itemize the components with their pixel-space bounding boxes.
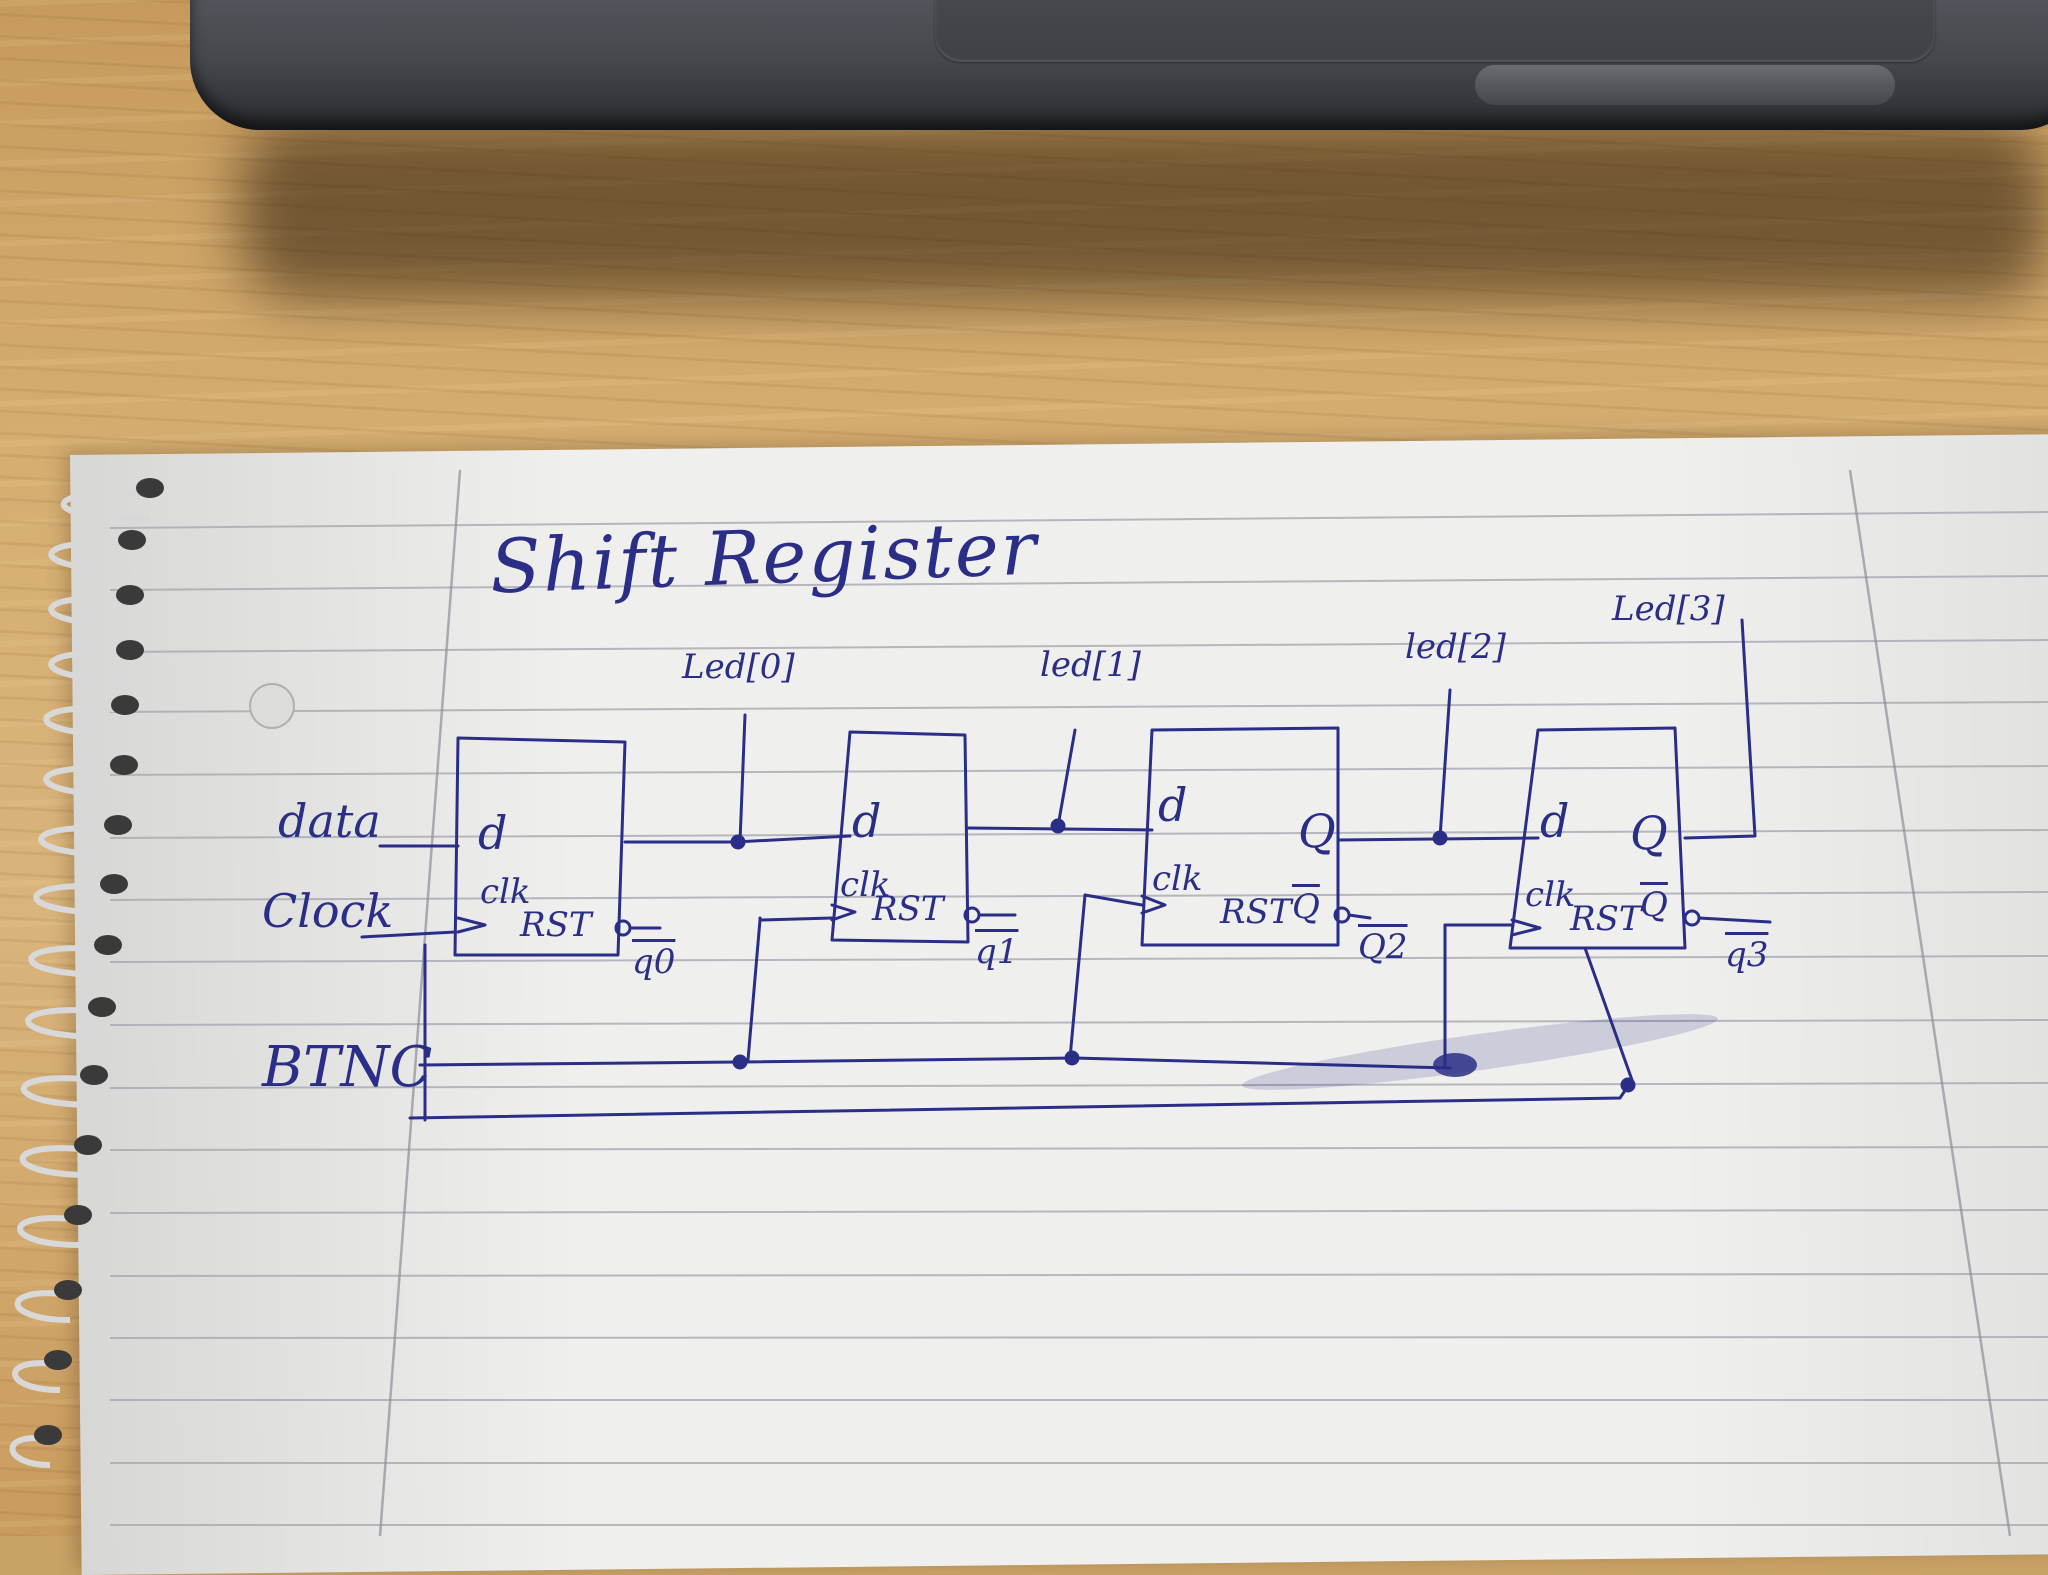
ff2-clk-pin: clk bbox=[1152, 859, 1203, 899]
clk-triangle-0 bbox=[456, 916, 487, 934]
ff3-qbar-pin: Q bbox=[1640, 885, 1668, 925]
led1-label: led[1] bbox=[1040, 645, 1141, 685]
qbar0-label: q0 bbox=[632, 942, 676, 982]
ff3-rst-pin: RST bbox=[1570, 899, 1642, 939]
led3-label: Led[3] bbox=[1612, 589, 1725, 629]
flipflop-3-box bbox=[1508, 726, 1687, 950]
ff3-q-pin: Q bbox=[1630, 806, 1668, 860]
clk-triangle-1 bbox=[830, 903, 857, 922]
led2-label: led[2] bbox=[1405, 627, 1506, 667]
ff0-d-pin: d bbox=[478, 806, 508, 860]
qbar3-label: q3 bbox=[1725, 935, 1769, 975]
input-data-label: data bbox=[278, 794, 381, 848]
ff1-rst-pin: RST bbox=[872, 889, 944, 929]
ff2-d-pin: d bbox=[1158, 778, 1188, 832]
laptop-trackpad bbox=[935, 0, 1935, 62]
wire-led2 bbox=[1438, 688, 1452, 840]
laptop-shadow bbox=[240, 120, 2048, 300]
flipflop-0-box bbox=[453, 736, 627, 957]
ff0-clk-pin: clk bbox=[480, 872, 531, 912]
ff3-d-pin: d bbox=[1540, 794, 1570, 848]
led0-label: Led[0] bbox=[682, 647, 795, 687]
ff2-q-pin: Q bbox=[1298, 804, 1336, 858]
punch-hole bbox=[249, 683, 295, 729]
laptop-lip bbox=[1475, 65, 1895, 105]
notebook-drawing bbox=[9, 469, 2048, 1536]
qbar2-label: Q2 bbox=[1358, 927, 1408, 967]
ink-blot bbox=[1433, 1053, 1477, 1077]
clk-triangle-3 bbox=[1510, 918, 1542, 937]
qbar1-label: q1 bbox=[975, 932, 1019, 972]
wire-clock bbox=[360, 930, 457, 939]
wire-led0 bbox=[738, 713, 747, 844]
wire-btnc bbox=[418, 1056, 1452, 1070]
ff2-rst-pin: RST bbox=[1220, 892, 1292, 932]
flipflop-1-box bbox=[830, 730, 970, 944]
clk-triangle-2 bbox=[1140, 894, 1167, 915]
wire-rst-bus bbox=[408, 946, 1634, 1120]
flipflop-2-box bbox=[1140, 726, 1340, 947]
margin-lines bbox=[378, 469, 2012, 1536]
wire-led1 bbox=[1056, 728, 1077, 828]
spiral-holes bbox=[34, 478, 164, 1445]
ff2-qbar-pin: Q bbox=[1292, 887, 1320, 927]
wire-clk-1 bbox=[758, 916, 834, 922]
wire-qb3 bbox=[1697, 916, 1772, 924]
ink-smear bbox=[1242, 1014, 1718, 1090]
wire-clk-2 bbox=[1083, 893, 1144, 907]
wire-q3-led3 bbox=[1683, 618, 1757, 840]
spiral-binding bbox=[9, 490, 151, 1468]
circuit bbox=[360, 618, 1772, 1122]
wire-clk-1v bbox=[746, 918, 762, 1062]
ff0-rst-pin: RST bbox=[520, 905, 592, 945]
wire-qb2 bbox=[1347, 913, 1372, 920]
ff1-d-pin: d bbox=[852, 794, 882, 848]
ff3-clk-pin: clk bbox=[1525, 875, 1576, 915]
ruled-lines bbox=[109, 511, 2048, 1526]
ff1-clk-pin: clk bbox=[840, 865, 891, 905]
input-btnc-label: BTNC bbox=[262, 1035, 433, 1100]
input-clock-label: Clock bbox=[262, 884, 394, 938]
laptop bbox=[190, 0, 2048, 130]
wire-clk-2v bbox=[1068, 893, 1087, 1060]
